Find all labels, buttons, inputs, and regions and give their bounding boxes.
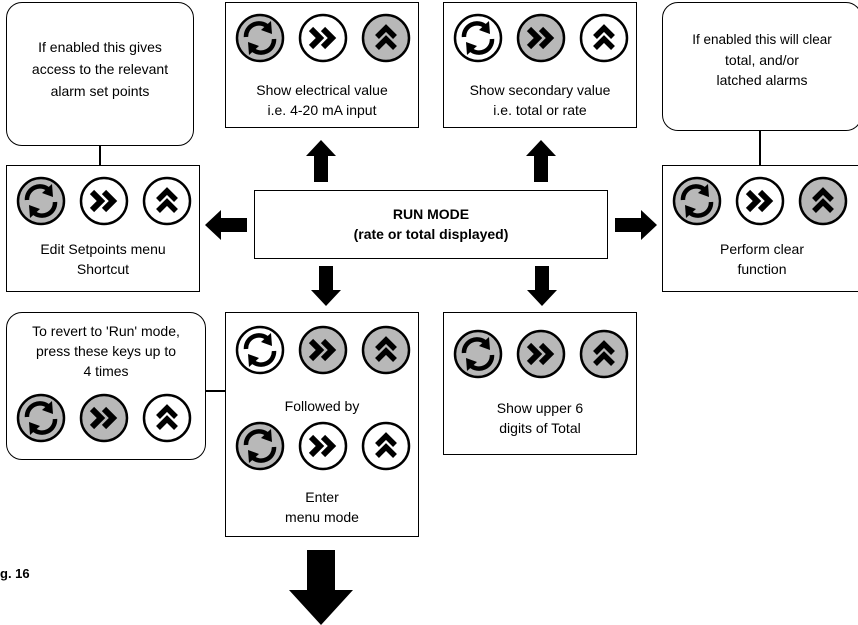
double-chevron-up-icon [579,13,629,63]
clear-note-line3: latched alarms [716,72,808,88]
electrical-line2: i.e. 4-20 mA input [267,102,377,118]
electrical-value-box: Show electrical value i.e. 4-20 mA input [225,2,419,128]
revert-line1: To revert to 'Run' mode, [32,323,180,339]
advance-button[interactable] [298,421,348,476]
upper-digits-line2: digits of Total [499,420,581,436]
clear-note-line1: If enabled this will clear [692,32,832,47]
cycle-icon [672,176,722,226]
setpoints-line1: Edit Setpoints menu [40,241,166,257]
up-button[interactable] [361,13,411,68]
connector-alarm-note [99,145,101,165]
setpoints-line2: Shortcut [76,261,130,277]
edit-setpoints-box: Edit Setpoints menu Shortcut [6,165,200,292]
alarm-setpoints-note: If enabled this gives access to the rele… [6,2,194,146]
up-button[interactable] [361,325,411,380]
menu-line2: menu mode [285,509,359,525]
menu-mode-box: Followed by Enter menu mode [225,312,419,537]
followed-by-label: Followed by [284,398,360,414]
double-chevron-right-icon [516,329,566,379]
double-chevron-right-icon [298,13,348,63]
cycle-icon [235,13,285,63]
advance-button[interactable] [298,325,348,380]
clear-note-line2: total, and/or [725,52,799,68]
double-chevron-up-icon [142,393,192,443]
cycle-button[interactable] [235,13,285,68]
double-chevron-right-icon [298,325,348,375]
alarm-note-line3: alarm set points [50,83,150,99]
arrow-up-electrical [306,140,336,182]
electrical-line1: Show electrical value [256,82,388,98]
arrow-down-upper-digits [527,266,557,306]
arrow-up-secondary [526,140,556,182]
up-button[interactable] [579,329,629,384]
upper-digits-box: Show upper 6 digits of Total [443,312,637,455]
double-chevron-right-icon [298,421,348,471]
revert-line3: 4 times [83,363,129,379]
up-button[interactable] [142,176,192,231]
cycle-button[interactable] [453,329,503,384]
alarm-note-line1: If enabled this gives [38,39,162,55]
double-chevron-right-icon [79,176,129,226]
clear-note: If enabled this will clear total, and/or… [662,2,858,131]
advance-button[interactable] [79,176,129,231]
arrow-down-menu [311,266,341,306]
revert-line2: press these keys up to [35,343,177,359]
arrow-left-setpoints [205,210,247,240]
advance-button[interactable] [298,13,348,68]
figure-label: g. 16 [0,566,30,581]
cycle-button[interactable] [16,176,66,231]
up-button[interactable] [142,393,192,448]
advance-button[interactable] [735,176,785,231]
double-chevron-right-icon [735,176,785,226]
cycle-button[interactable] [672,176,722,231]
double-chevron-up-icon [361,325,411,375]
double-chevron-right-icon [516,13,566,63]
cycle-icon [235,325,285,375]
advance-button[interactable] [516,329,566,384]
upper-digits-line1: Show upper 6 [496,400,584,416]
cycle-button[interactable] [235,325,285,380]
cycle-icon [16,393,66,443]
double-chevron-up-icon [361,421,411,471]
advance-button[interactable] [516,13,566,68]
revert-note: To revert to 'Run' mode, press these key… [6,312,206,460]
run-mode-subtitle: (rate or total displayed) [353,226,509,242]
arrow-down-large [289,550,353,625]
double-chevron-up-icon [798,176,848,226]
double-chevron-up-icon [579,329,629,379]
advance-button[interactable] [79,393,129,448]
cycle-button[interactable] [16,393,66,448]
arrow-right-clear [615,210,657,240]
perform-clear-box: Perform clear function [662,165,858,292]
double-chevron-up-icon [361,13,411,63]
up-button[interactable] [798,176,848,231]
up-button[interactable] [361,421,411,476]
cycle-icon [453,13,503,63]
cycle-icon [16,176,66,226]
double-chevron-up-icon [142,176,192,226]
cycle-icon [453,329,503,379]
run-mode-title: RUN MODE [392,206,470,222]
connector-clear-note [759,130,761,165]
cycle-button[interactable] [453,13,503,68]
up-button[interactable] [579,13,629,68]
connector-revert [205,390,226,392]
run-mode-box: RUN MODE (rate or total displayed) [254,190,608,259]
cycle-button[interactable] [235,421,285,476]
alarm-note-line2: access to the relevant [31,61,169,77]
cycle-icon [235,421,285,471]
menu-line1: Enter [305,489,339,505]
secondary-line1: Show secondary value [469,82,611,98]
secondary-value-box: Show secondary value i.e. total or rate [443,2,637,128]
clear-function-line1: Perform clear [719,241,805,257]
secondary-line2: i.e. total or rate [493,102,587,118]
clear-function-line2: function [737,261,787,277]
double-chevron-right-icon [79,393,129,443]
